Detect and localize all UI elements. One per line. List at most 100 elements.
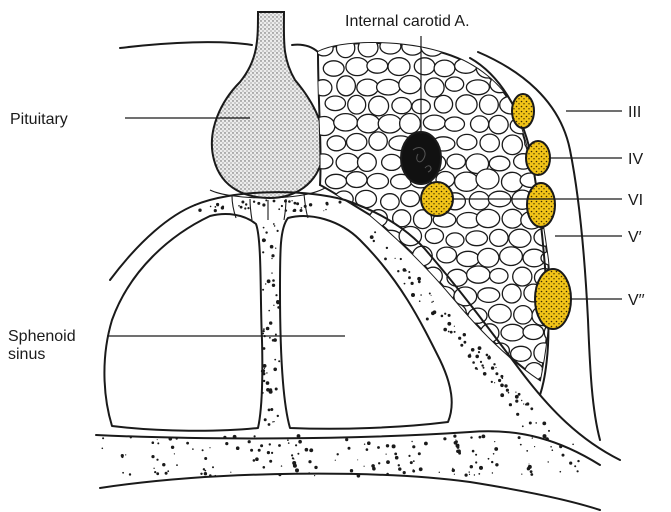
bone-texture-dot: [203, 468, 205, 470]
bone-texture-dot: [431, 311, 435, 315]
bone-texture-dot: [495, 463, 498, 466]
tissue-cell: [445, 117, 465, 131]
bone-texture-dot: [293, 210, 295, 212]
bone-texture-dot: [384, 258, 387, 261]
tissue-cell: [358, 38, 378, 57]
bone-texture-dot: [263, 347, 266, 350]
bone-texture-dot: [202, 449, 204, 451]
bone-texture-dot: [483, 367, 485, 369]
bone-texture-dot: [454, 474, 455, 475]
bone-texture-dot: [491, 381, 493, 383]
bone-texture-dot: [264, 368, 265, 369]
bone-texture-dot: [265, 283, 266, 284]
tissue-cell: [425, 78, 444, 97]
bone-texture-dot: [465, 474, 468, 477]
label-nerve-iii: III: [628, 104, 641, 121]
dura-outline-right: [292, 45, 318, 52]
tissue-cell: [456, 95, 477, 114]
bone-texture-dot: [171, 446, 174, 449]
bone-texture-dot: [241, 201, 244, 204]
bone-texture-dot: [204, 472, 207, 475]
bone-texture-dot: [395, 258, 396, 259]
bone-texture-dot: [274, 421, 275, 422]
bone-texture-dot: [151, 455, 154, 458]
bone-texture-dot: [392, 444, 396, 448]
bone-texture-dot: [486, 354, 489, 357]
bone-texture-dot: [475, 454, 477, 456]
bone-texture-dot: [464, 341, 467, 344]
label-pituitary: Pituitary: [10, 111, 68, 128]
bone-texture-dot: [266, 381, 270, 385]
bone-texture-dot: [470, 436, 472, 438]
bone-texture-dot: [460, 344, 463, 347]
bone-texture-dot: [308, 460, 311, 463]
tissue-cell: [357, 306, 379, 320]
nerve-iv: [526, 141, 550, 175]
bone-texture-dot: [262, 392, 264, 394]
tissue-cell: [501, 324, 524, 341]
bone-texture-dot: [263, 364, 267, 368]
bone-texture-dot: [386, 454, 387, 455]
tissue-cell: [414, 58, 435, 75]
tissue-cell: [359, 342, 380, 358]
tissue-cell: [344, 212, 367, 226]
bone-texture-dot: [305, 448, 309, 452]
bone-texture-dot: [268, 310, 270, 312]
tissue-cell: [401, 191, 420, 207]
bone-texture-dot: [515, 400, 518, 403]
bone-texture-dot: [186, 442, 189, 445]
tissue-cell: [457, 251, 480, 266]
tissue-cell: [314, 80, 332, 96]
label-internal-carotid: Internal carotid A.: [345, 13, 470, 30]
bone-texture-dot: [498, 379, 501, 382]
bone-texture-dot: [262, 203, 265, 206]
tissue-cell: [327, 136, 346, 151]
bone-texture-dot: [269, 443, 271, 445]
bone-texture-dot: [276, 300, 280, 304]
tissue-cell: [466, 231, 488, 246]
tissue-cell: [325, 96, 345, 111]
bone-texture-dot: [417, 277, 421, 281]
label-nerve-iv: IV: [628, 151, 643, 168]
tissue-cell: [434, 95, 452, 113]
bone-texture-dot: [238, 205, 240, 207]
bone-texture-dot: [262, 238, 266, 242]
tissue-cell: [535, 114, 555, 131]
bone-texture-dot: [357, 459, 358, 460]
bone-texture-dot: [455, 439, 456, 440]
bone-texture-dot: [494, 441, 495, 442]
bone-texture-dot: [102, 437, 104, 439]
bone-texture-dot: [244, 207, 246, 209]
bone-texture-dot: [176, 464, 178, 466]
tissue-cell: [437, 247, 457, 263]
bone-texture-dot: [273, 368, 277, 372]
bone-texture-dot: [156, 472, 159, 475]
bone-texture-dot: [250, 449, 253, 452]
bone-texture-dot: [275, 248, 276, 249]
bone-texture-dot: [447, 322, 451, 326]
tissue-cell: [345, 287, 367, 305]
nerve-iii: [512, 94, 534, 128]
bone-texture-dot: [562, 454, 565, 457]
bone-texture-dot: [287, 439, 289, 441]
bone-texture-dot: [530, 470, 533, 473]
bone-texture-dot: [431, 295, 432, 296]
tissue-cell: [445, 304, 466, 322]
bone-texture-dot: [455, 440, 458, 443]
bone-texture-dot: [248, 440, 251, 443]
bone-texture-dot: [441, 315, 444, 318]
bone-texture-dot: [210, 206, 212, 208]
tissue-cell: [412, 362, 431, 378]
tissue-cell: [523, 57, 543, 73]
tissue-cell: [478, 364, 499, 379]
bone-texture-dot: [293, 464, 297, 468]
bone-texture-dot: [364, 466, 365, 467]
bone-texture-dot: [412, 470, 415, 473]
bone-texture-dot: [198, 209, 201, 212]
bone-texture-dot: [260, 444, 263, 447]
tissue-cell: [457, 364, 476, 379]
tissue-cell: [513, 267, 532, 286]
bone-texture-dot: [534, 446, 535, 447]
bone-texture-dot: [308, 472, 310, 474]
bone-texture-dot: [572, 444, 574, 446]
